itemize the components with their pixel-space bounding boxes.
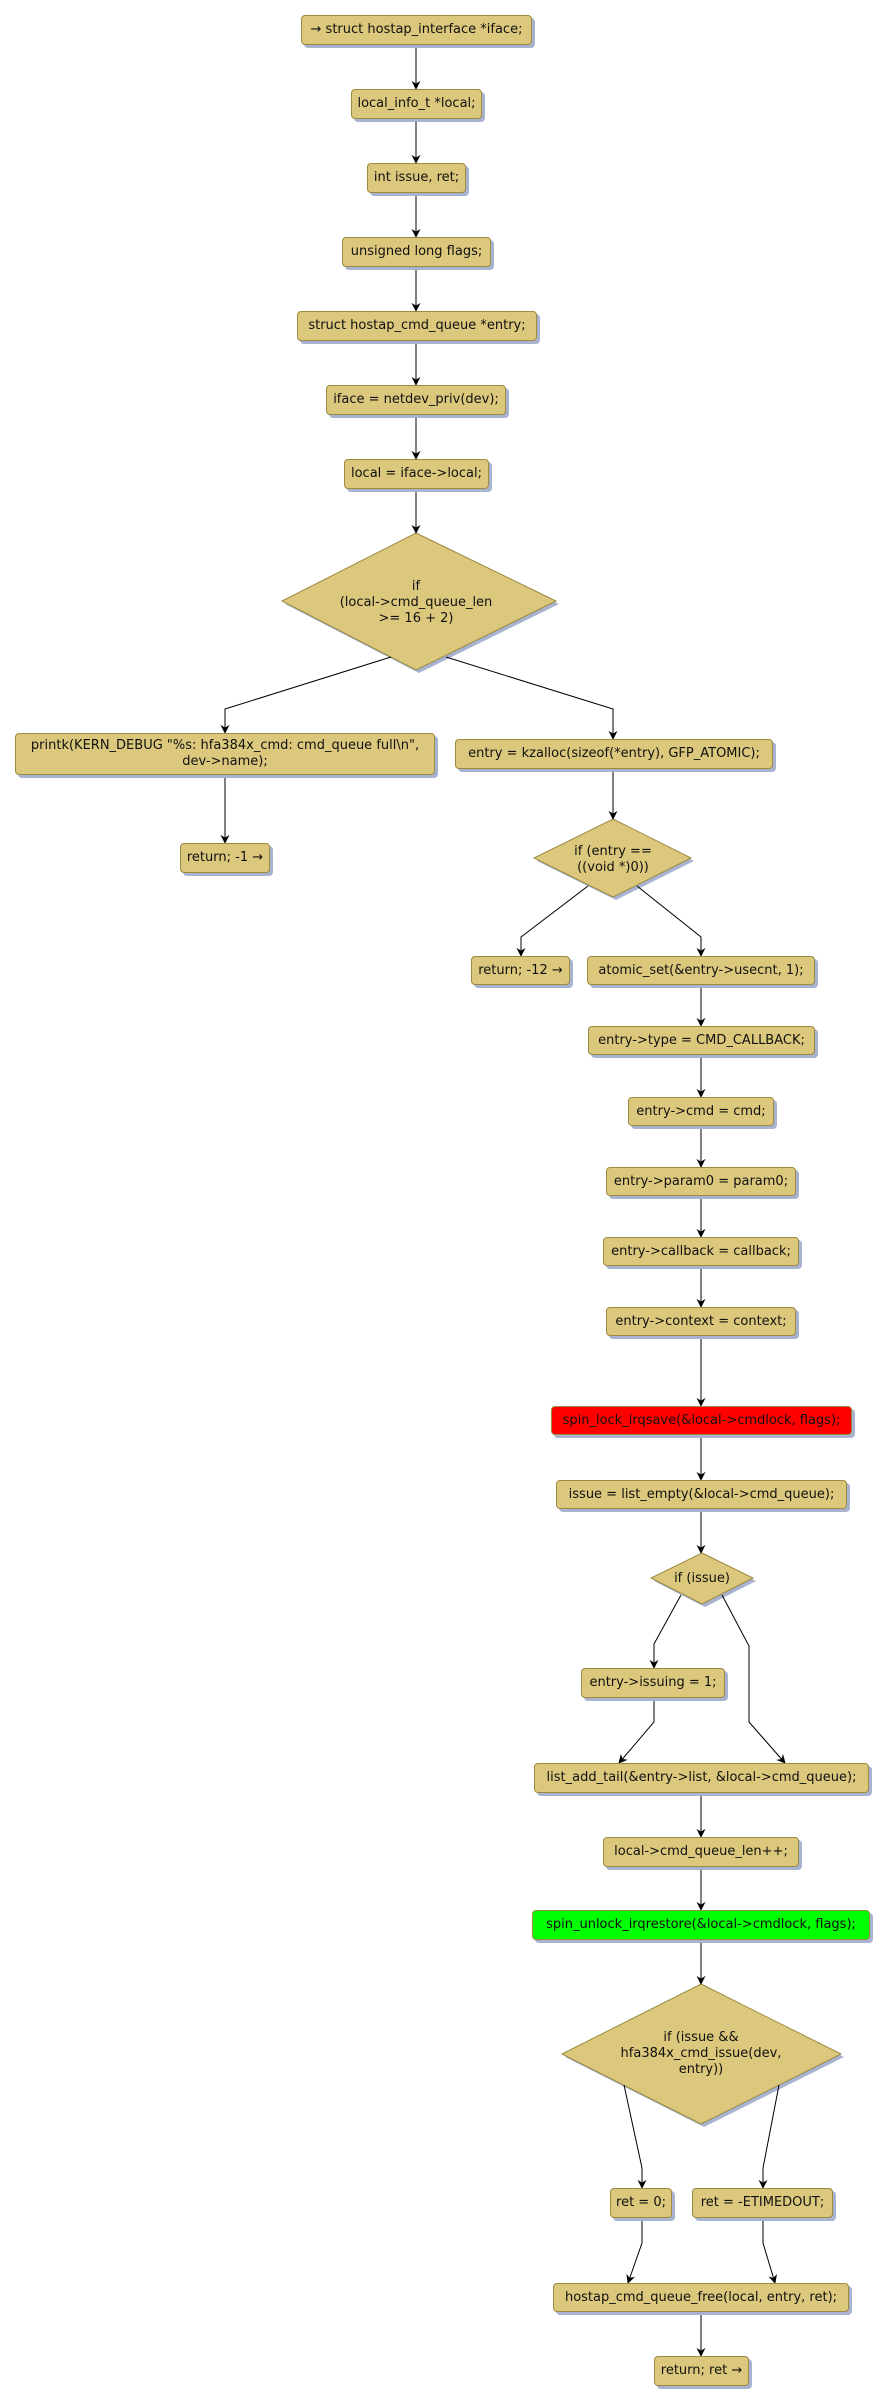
decision-issue bbox=[649, 1552, 755, 1605]
decision-issue-label: if (issue) bbox=[674, 1571, 730, 1586]
node-set-type: entry->type = CMD_CALLBACK; bbox=[588, 1026, 815, 1055]
node-set-context: entry->context = context; bbox=[606, 1307, 796, 1336]
decision-entry-null-label: if (entry == ((void *)0)) bbox=[574, 844, 652, 875]
decision-cmd-issue-label: if (issue && hfa384x_cmd_issue(dev, entr… bbox=[620, 2030, 782, 2077]
node-set-cmd: entry->cmd = cmd; bbox=[628, 1097, 774, 1126]
node-ret-timeout: ret = -ETIMEDOUT; bbox=[692, 2188, 833, 2218]
node-iface-assign: iface = netdev_priv(dev); bbox=[326, 385, 506, 415]
node-ret-zero: ret = 0; bbox=[610, 2188, 672, 2218]
node-printk: printk(KERN_DEBUG "%s: hfa384x_cmd: cmd_… bbox=[15, 733, 435, 775]
node-entry-decl: struct hostap_cmd_queue *entry; bbox=[297, 311, 537, 341]
node-list-add-tail: list_add_tail(&entry->list, &local->cmd_… bbox=[534, 1763, 869, 1793]
node-issue-decl: int issue, ret; bbox=[367, 163, 466, 193]
node-spin-lock: spin_lock_irqsave(&local->cmdlock, flags… bbox=[551, 1406, 852, 1435]
node-set-param0: entry->param0 = param0; bbox=[606, 1167, 796, 1196]
node-set-issuing: entry->issuing = 1; bbox=[581, 1668, 725, 1698]
node-return-minus1: return; -1 → bbox=[180, 843, 270, 873]
node-spin-unlock: spin_unlock_irqrestore(&local->cmdlock, … bbox=[532, 1910, 870, 1940]
node-return-ret: return; ret → bbox=[654, 2356, 749, 2386]
node-local-decl: local_info_t *local; bbox=[351, 89, 482, 119]
decision-queue-full-label: if (local->cmd_queue_len >= 16 + 2) bbox=[339, 579, 493, 626]
decision-queue-full bbox=[280, 532, 558, 671]
node-return-minus12: return; -12 → bbox=[471, 956, 570, 985]
node-flags-decl: unsigned long flags; bbox=[342, 237, 491, 267]
decision-entry-null bbox=[532, 818, 693, 898]
node-local-assign: local = iface->local; bbox=[344, 459, 489, 489]
decision-cmd-issue bbox=[560, 1983, 843, 2125]
node-atomic-set: atomic_set(&entry->usecnt, 1); bbox=[587, 956, 815, 985]
node-issue-assign: issue = list_empty(&local->cmd_queue); bbox=[556, 1480, 847, 1509]
node-kzalloc: entry = kzalloc(sizeof(*entry), GFP_ATOM… bbox=[455, 739, 773, 769]
node-queue-len-inc: local->cmd_queue_len++; bbox=[603, 1837, 799, 1867]
node-set-callback: entry->callback = callback; bbox=[603, 1237, 799, 1266]
node-iface-decl: → struct hostap_interface *iface; bbox=[301, 15, 532, 45]
node-queue-free: hostap_cmd_queue_free(local, entry, ret)… bbox=[553, 2283, 849, 2312]
